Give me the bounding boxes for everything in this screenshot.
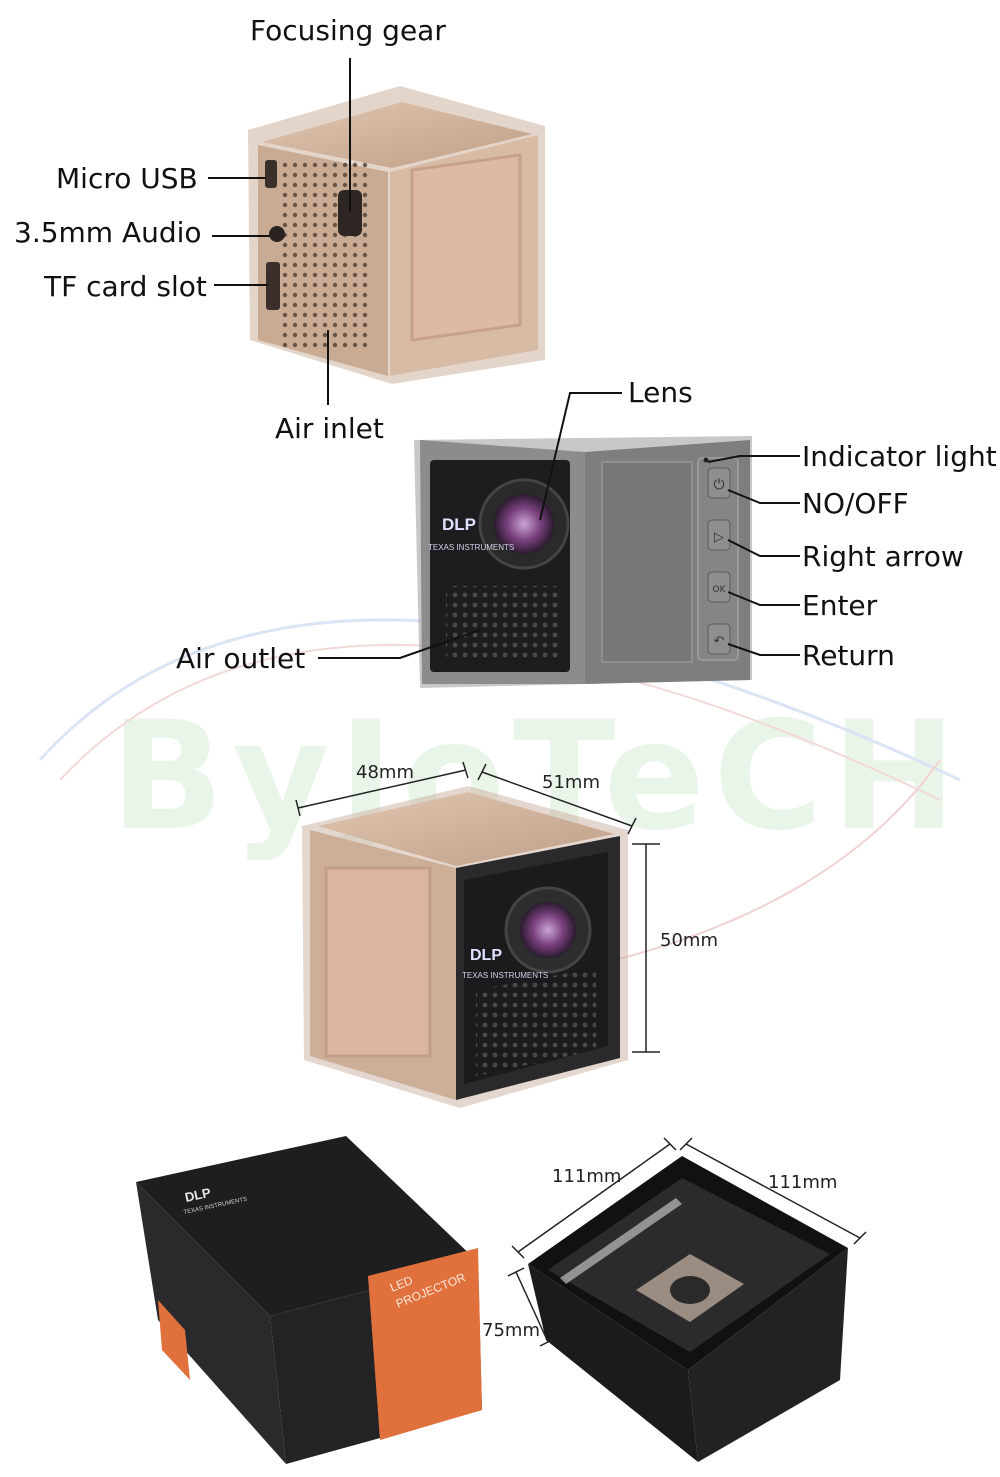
label-audio: 3.5mm Audio bbox=[14, 216, 202, 249]
swoosh-blue bbox=[38, 618, 961, 782]
dimension-lines-cube bbox=[295, 761, 660, 1053]
open-box-right-wall bbox=[688, 1248, 848, 1462]
return-button[interactable] bbox=[707, 623, 731, 655]
box-left-side bbox=[136, 1182, 286, 1464]
dim-box-depth: 111mm bbox=[768, 1172, 838, 1193]
open-box-cavity-hole bbox=[670, 1276, 710, 1304]
dlp-logo-cube3: DLP bbox=[470, 947, 502, 964]
open-box bbox=[528, 1156, 848, 1462]
dim-cube-depth: 51mm bbox=[542, 772, 600, 793]
tf-card-slot bbox=[266, 262, 280, 310]
label-right-arrow: Right arrow bbox=[802, 540, 964, 573]
dlp-logo-box: DLP bbox=[184, 1185, 213, 1205]
dim-box-height: 75mm bbox=[482, 1320, 540, 1341]
ti-text-cube3: TEXAS INSTRUMENTS bbox=[462, 971, 548, 980]
label-onoff: NO/OFF bbox=[802, 487, 909, 520]
power-button[interactable] bbox=[707, 467, 731, 499]
label-tf-slot: TF card slot bbox=[44, 270, 207, 303]
dimension-lines-box bbox=[507, 1137, 867, 1347]
button-strip bbox=[697, 457, 739, 661]
leaders-front bbox=[318, 392, 800, 659]
label-air-inlet: Air inlet bbox=[275, 412, 384, 445]
right-arrow-icon: ▷ bbox=[714, 530, 724, 545]
cube-rear-view bbox=[248, 86, 545, 384]
dim-cube-height: 50mm bbox=[660, 930, 718, 951]
ti-text-front: TEXAS INSTRUMENTS bbox=[428, 543, 514, 552]
leaders-rear bbox=[208, 58, 351, 405]
cube3-lens-glass bbox=[520, 902, 576, 958]
closed-box bbox=[136, 1136, 482, 1464]
box-left-stripe bbox=[158, 1300, 190, 1380]
dim-cube-width: 48mm bbox=[356, 762, 414, 783]
audio-jack bbox=[269, 226, 285, 242]
focusing-gear bbox=[338, 190, 362, 236]
micro-usb-port bbox=[265, 160, 277, 188]
cube3-left-panel bbox=[324, 866, 432, 1058]
label-focusing-gear: Focusing gear bbox=[250, 14, 446, 47]
cube-dimension-view bbox=[302, 786, 628, 1108]
side-panel bbox=[601, 461, 693, 663]
cube-right-panel bbox=[410, 153, 522, 342]
cube3-top bbox=[318, 792, 614, 866]
open-box-highlight bbox=[560, 1198, 682, 1284]
label-return: Return bbox=[802, 639, 895, 672]
air-inlet-grille bbox=[280, 160, 368, 350]
ok-icon: OK bbox=[713, 585, 727, 595]
label-air-outlet: Air outlet bbox=[176, 642, 306, 675]
enter-button[interactable] bbox=[707, 571, 731, 603]
label-indicator: Indicator light bbox=[802, 440, 997, 473]
dim-box-width: 111mm bbox=[552, 1166, 622, 1187]
air-outlet-grille bbox=[446, 586, 558, 662]
swoosh-red bbox=[59, 643, 941, 801]
indicator-led bbox=[703, 457, 709, 463]
cube-top bbox=[262, 102, 532, 168]
label-enter: Enter bbox=[802, 589, 878, 622]
dlp-logo-front: DLP bbox=[442, 515, 476, 534]
return-icon: ↶ bbox=[714, 634, 725, 649]
open-box-left-wall bbox=[528, 1264, 698, 1462]
power-icon: ⏻ bbox=[713, 477, 724, 493]
right-arrow-button[interactable] bbox=[707, 519, 731, 551]
lens-glass bbox=[494, 494, 554, 554]
label-lens: Lens bbox=[628, 376, 693, 409]
cube-front-view: ⏻ ▷ OK ↶ bbox=[414, 436, 752, 688]
label-micro-usb: Micro USB bbox=[56, 162, 198, 195]
box-orange-panel bbox=[368, 1248, 482, 1440]
cube3-grille bbox=[476, 968, 596, 1076]
